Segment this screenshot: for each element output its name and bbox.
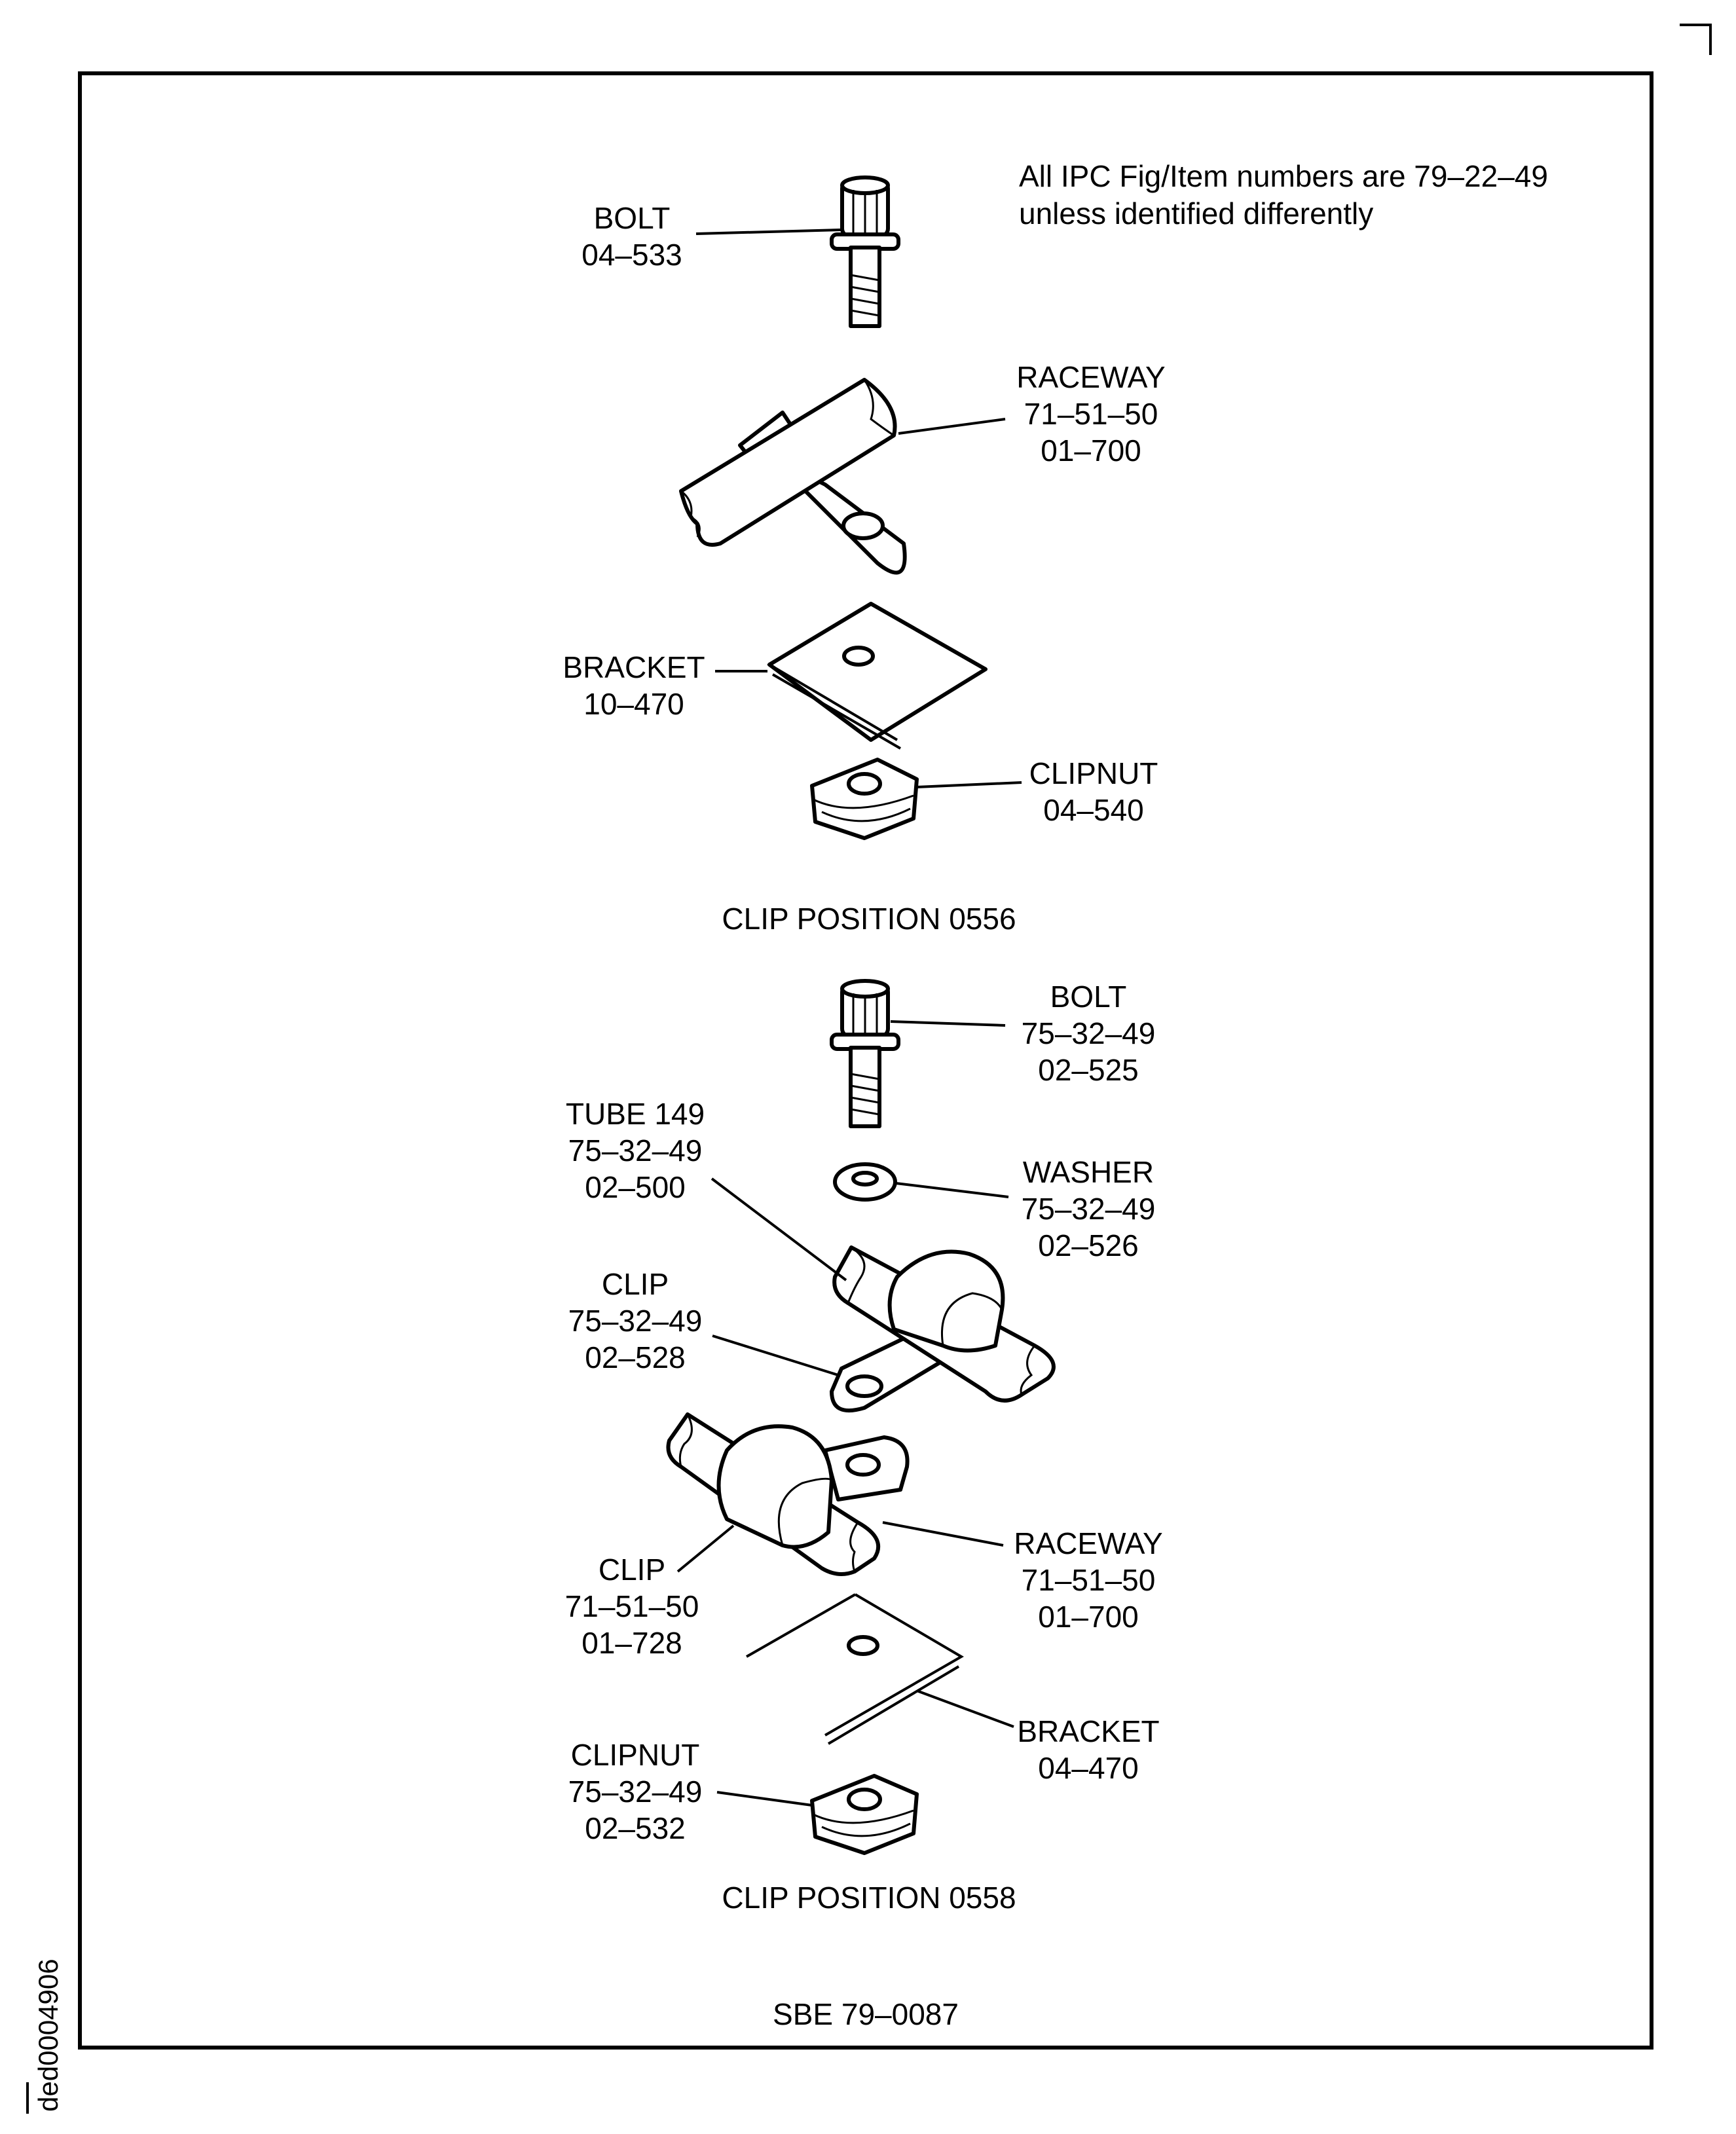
svg-text:04–533: 04–533 [582,238,682,272]
svg-text:BRACKET: BRACKET [1017,1714,1159,1748]
svg-text:02–532: 02–532 [585,1811,686,1845]
svg-text:02–528: 02–528 [585,1340,686,1374]
note-line-1: All IPC Fig/Item numbers are 79–22–49 [1019,159,1548,193]
svg-text:75–32–49: 75–32–49 [568,1133,703,1168]
corner-mark-top-right [1680,24,1712,55]
svg-text:WASHER: WASHER [1023,1155,1154,1189]
label-raceway-71-51-50-01-700-2: RACEWAY 71–51–50 01–700 [1014,1526,1162,1634]
bracket-illustration-2 [746,1593,964,1745]
svg-text:75–32–49: 75–32–49 [1022,1016,1156,1050]
svg-text:01–728: 01–728 [582,1626,682,1660]
svg-text:TUBE 149: TUBE 149 [566,1097,705,1131]
svg-text:CLIP: CLIP [602,1267,669,1301]
svg-text:02–525: 02–525 [1038,1053,1139,1087]
raceway-clip-illustration [666,1412,910,1576]
svg-text:02–500: 02–500 [585,1170,686,1204]
label-bracket-10-470: BRACKET 10–470 [563,650,705,721]
clipnut-illustration-2 [810,1774,919,1855]
label-clip-75-32-49-02-528: CLIP 75–32–49 02–528 [568,1267,703,1374]
svg-text:71–51–50: 71–51–50 [565,1589,699,1623]
label-raceway-71-51-50-01-700: RACEWAY 71–51–50 01–700 [1016,360,1165,468]
footer-reference: SBE 79–0087 [773,1997,959,2031]
svg-text:BOLT: BOLT [1050,980,1127,1014]
svg-text:02–526: 02–526 [1038,1228,1139,1262]
svg-text:01–700: 01–700 [1038,1600,1139,1634]
svg-text:71–51–50: 71–51–50 [1022,1563,1156,1597]
bolt-illustration [830,175,900,328]
svg-text:BOLT: BOLT [594,201,671,235]
svg-text:04–540: 04–540 [1043,793,1144,827]
svg-text:75–32–49: 75–32–49 [1022,1192,1156,1226]
svg-text:CLIPNUT: CLIPNUT [1029,756,1158,790]
svg-text:CLIPNUT: CLIPNUT [571,1738,700,1772]
svg-text:BRACKET: BRACKET [563,650,705,684]
label-clip-71-51-50-01-728: CLIP 71–51–50 01–728 [565,1553,699,1660]
svg-text:75–32–49: 75–32–49 [568,1775,703,1809]
label-washer-75-32-49-02-526: WASHER 75–32–49 02–526 [1022,1155,1156,1262]
washer-illustration [833,1162,897,1202]
svg-text:01–700: 01–700 [1041,433,1141,468]
caption-clip-position-0556: CLIP POSITION 0556 [722,902,1016,936]
caption-clip-position-0558: CLIP POSITION 0558 [722,1881,1016,1915]
diagram-frame [78,71,1653,2050]
note-line-2: unless identified differently [1019,196,1373,230]
label-bracket-04-470: BRACKET 04–470 [1017,1714,1159,1785]
bolt-illustration-2 [830,979,900,1128]
label-tube-149-75-32-49-02-500: TUBE 149 75–32–49 02–500 [566,1097,705,1204]
bracket-illustration [767,602,988,750]
svg-text:71–51–50: 71–51–50 [1024,397,1158,431]
label-clipnut-75-32-49-02-532: CLIPNUT 75–32–49 02–532 [568,1738,703,1845]
svg-text:RACEWAY: RACEWAY [1016,360,1165,394]
label-clipnut-04-540: CLIPNUT 04–540 [1029,756,1158,827]
clipnut-illustration [810,758,919,840]
tube-clip-illustration [830,1245,1056,1412]
svg-text:10–470: 10–470 [583,687,684,721]
svg-text:RACEWAY: RACEWAY [1014,1526,1162,1560]
svg-text:04–470: 04–470 [1038,1751,1139,1785]
label-bolt-04-533: BOLT 04–533 [582,201,682,272]
svg-text:CLIP: CLIP [599,1553,665,1587]
label-bolt-75-32-49-02-525: BOLT 75–32–49 02–525 [1022,980,1156,1087]
svg-text:75–32–49: 75–32–49 [568,1304,703,1338]
side-drawing-id: ded0004906 [33,1959,64,2112]
raceway-illustration [679,378,907,575]
